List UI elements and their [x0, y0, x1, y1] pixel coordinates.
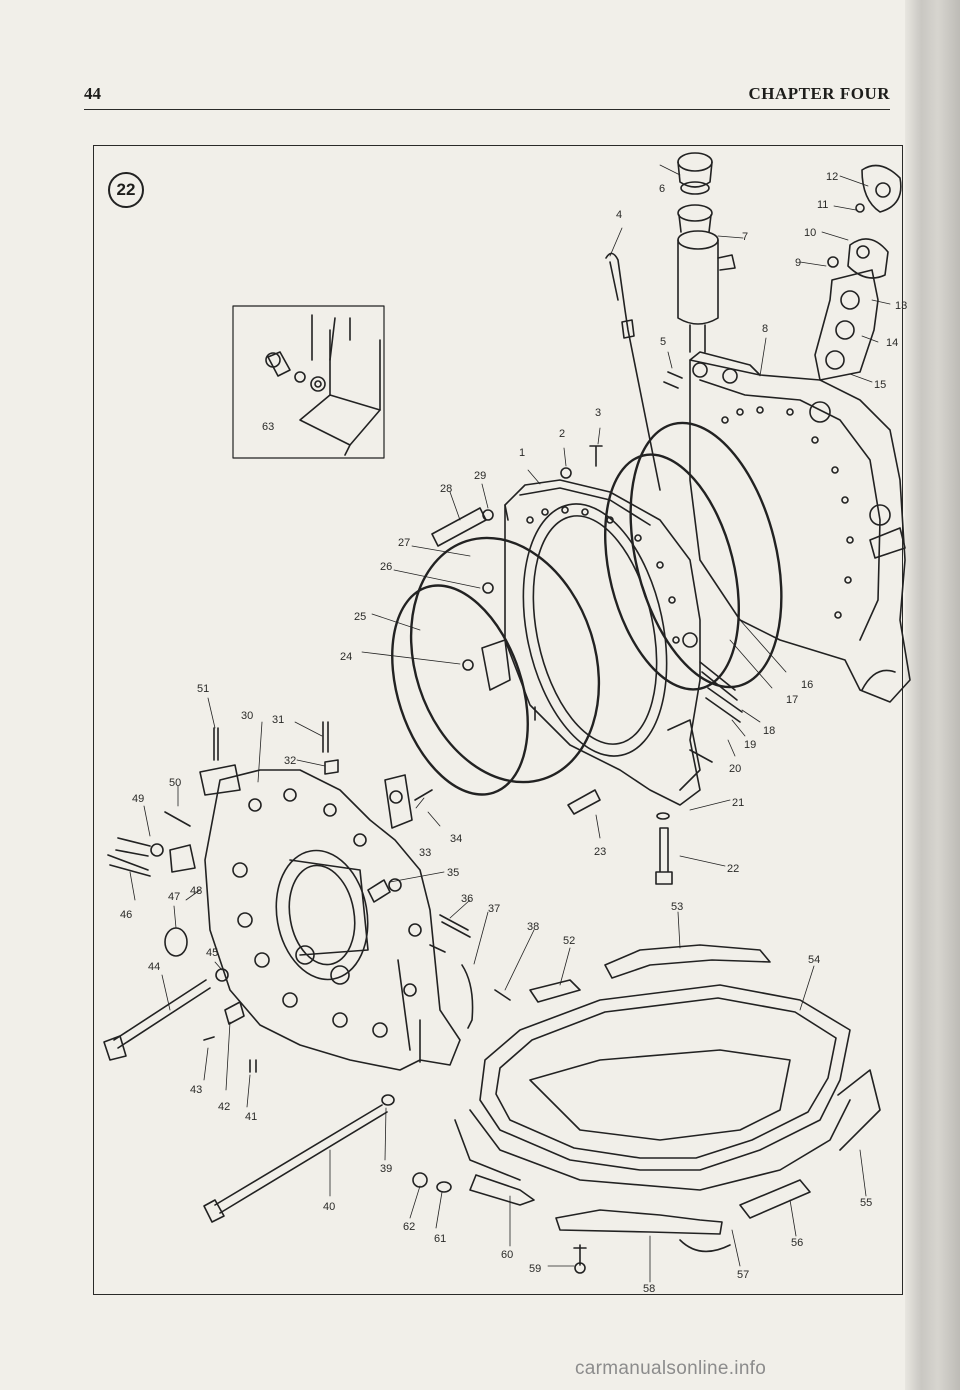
page-edge-shadow — [905, 0, 960, 1390]
callout-27: 27 — [398, 537, 410, 549]
callout-20: 20 — [729, 763, 741, 775]
callout-26: 26 — [380, 561, 392, 573]
chapter-title: CHAPTER FOUR — [748, 84, 890, 103]
oil-filler-assembly — [677, 152, 736, 353]
callout-8: 8 — [762, 323, 768, 335]
callout-47: 47 — [168, 891, 180, 903]
callout-32: 32 — [284, 755, 296, 767]
callout-24: 24 — [340, 651, 352, 663]
callout-57: 57 — [737, 1269, 749, 1281]
callout-1: 1 — [519, 447, 525, 459]
inset-detail-box — [232, 305, 385, 459]
dowels-and-seals — [431, 371, 743, 885]
callout-25: 25 — [354, 611, 366, 623]
callout-18: 18 — [763, 725, 775, 737]
callout-29: 29 — [474, 470, 486, 482]
callout-5: 5 — [660, 336, 666, 348]
callout-6: 6 — [659, 183, 665, 195]
dipstick — [605, 252, 661, 491]
callout-13: 13 — [895, 300, 907, 312]
callout-62: 62 — [403, 1221, 415, 1233]
callout-9: 9 — [795, 257, 801, 269]
callout-31: 31 — [272, 714, 284, 726]
callout-61: 61 — [434, 1233, 446, 1245]
callout-38: 38 — [527, 921, 539, 933]
callout-48: 48 — [190, 885, 202, 897]
header-rule — [84, 109, 890, 110]
callout-42: 42 — [218, 1101, 230, 1113]
callout-34: 34 — [450, 833, 462, 845]
callout-56: 56 — [791, 1237, 803, 1249]
callout-45: 45 — [206, 947, 218, 959]
rear-housing-fittings — [103, 721, 511, 1073]
callout-15: 15 — [874, 379, 886, 391]
callout-36: 36 — [461, 893, 473, 905]
callout-50: 50 — [169, 777, 181, 789]
callout-33: 33 — [419, 847, 431, 859]
callout-60: 60 — [501, 1249, 513, 1261]
callout-35: 35 — [447, 867, 459, 879]
figure-number-badge: 22 — [108, 172, 144, 208]
tension-bolt — [203, 1094, 452, 1223]
callout-51: 51 — [197, 683, 209, 695]
callout-37: 37 — [488, 903, 500, 915]
callout-55: 55 — [860, 1197, 872, 1209]
page-number: 44 — [84, 84, 101, 103]
callout-39: 39 — [380, 1163, 392, 1175]
callout-10: 10 — [804, 227, 816, 239]
callout-22: 22 — [727, 863, 739, 875]
rotor-housing — [504, 479, 701, 806]
figure-frame — [93, 145, 903, 1295]
callout-59: 59 — [529, 1263, 541, 1275]
callout-11: 11 — [817, 199, 828, 211]
callout-4: 4 — [616, 209, 622, 221]
leader-lines — [129, 164, 891, 1283]
callout-41: 41 — [245, 1111, 257, 1123]
rear-housing — [199, 764, 461, 1071]
callout-3: 3 — [595, 407, 601, 419]
callout-12: 12 — [826, 171, 838, 183]
callout-14: 14 — [886, 337, 898, 349]
callout-2: 2 — [559, 428, 565, 440]
callout-21: 21 — [732, 797, 744, 809]
callout-63: 63 — [262, 421, 274, 433]
callout-52: 52 — [563, 935, 575, 947]
callout-54: 54 — [808, 954, 820, 966]
o-rings — [391, 421, 783, 796]
callout-46: 46 — [120, 909, 132, 921]
watermark-text: carmanualsonline.info — [575, 1358, 767, 1379]
callout-49: 49 — [132, 793, 144, 805]
callout-58: 58 — [643, 1283, 655, 1295]
front-housing — [689, 351, 911, 703]
callout-23: 23 — [594, 846, 606, 858]
callout-16: 16 — [801, 679, 813, 691]
callout-7: 7 — [742, 231, 748, 243]
callout-17: 17 — [786, 694, 798, 706]
callout-44: 44 — [148, 961, 160, 973]
callout-28: 28 — [440, 483, 452, 495]
callout-43: 43 — [190, 1084, 202, 1096]
callout-30: 30 — [241, 710, 253, 722]
callout-53: 53 — [671, 901, 683, 913]
callout-19: 19 — [744, 739, 756, 751]
front-gasket-stack — [814, 164, 902, 381]
oil-pan-assembly — [454, 944, 881, 1274]
callout-40: 40 — [323, 1201, 335, 1213]
callout-labels: 1 2 3 4 5 6 7 8 9 10 11 12 13 14 15 16 1… — [120, 171, 907, 1295]
